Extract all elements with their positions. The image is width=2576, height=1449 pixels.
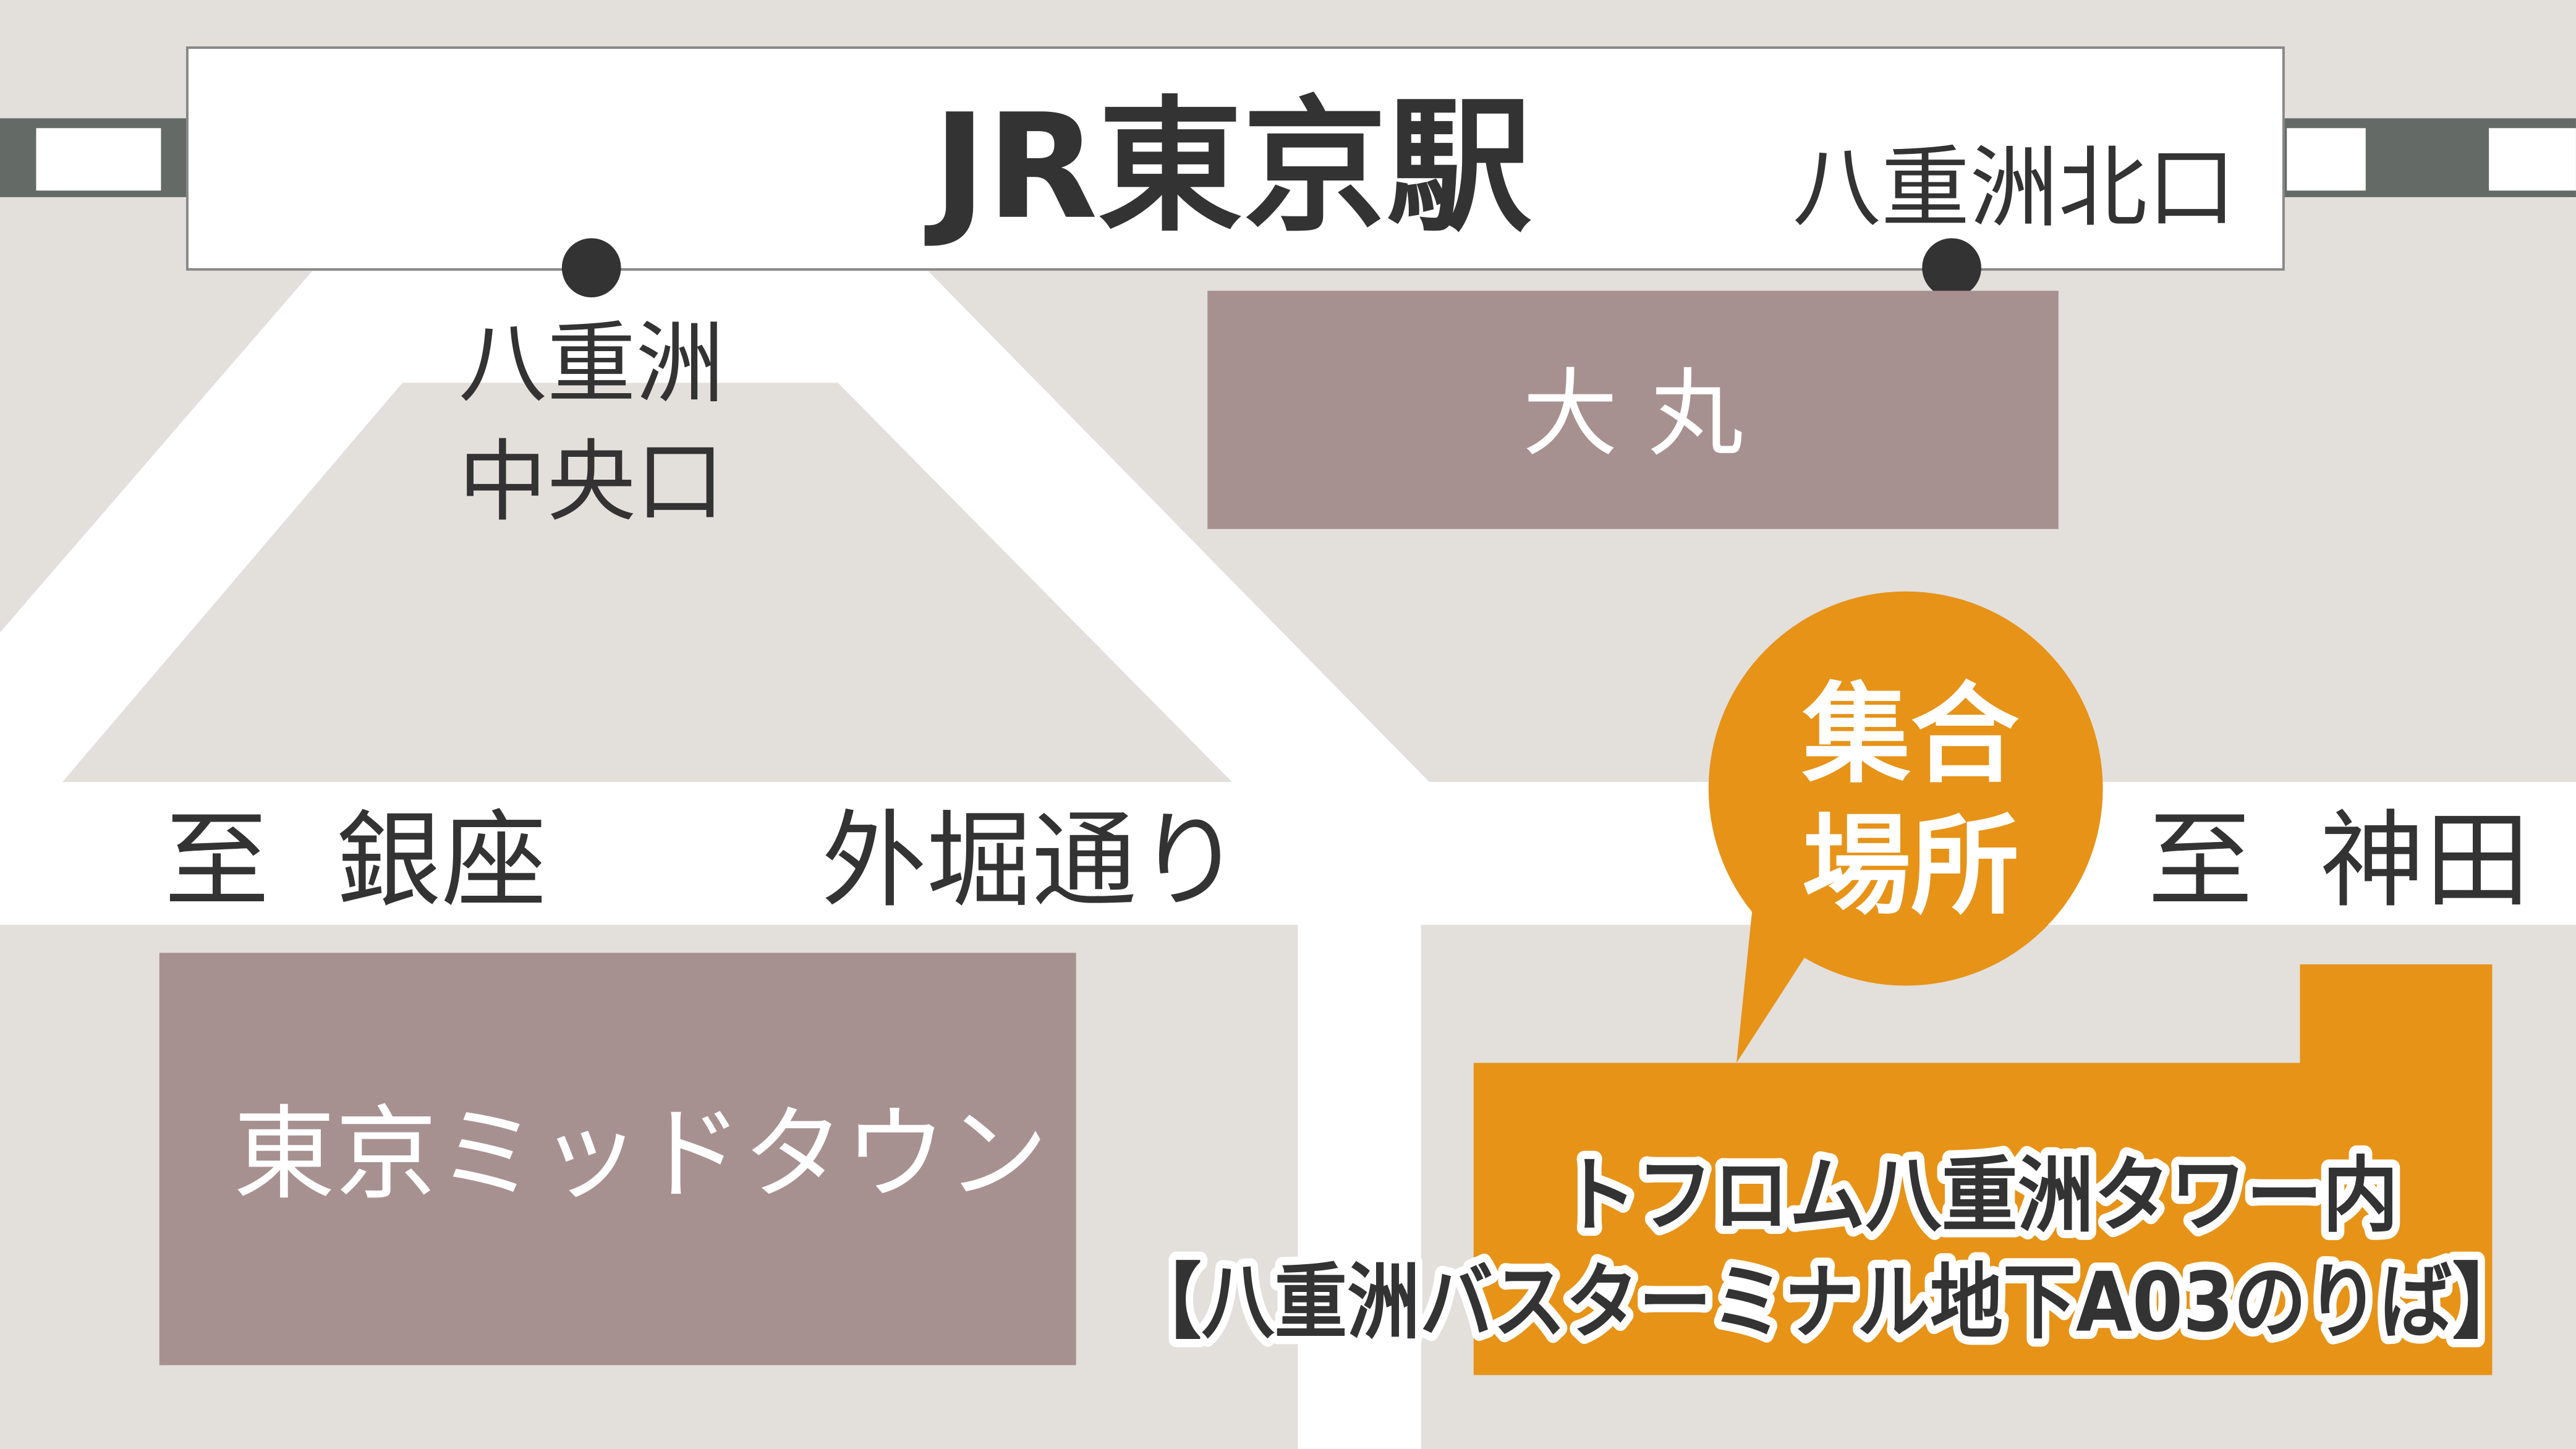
sotobori-label: 外堀通り [822,800,1242,922]
to-kanda-label: 至 神田 [2148,800,2530,922]
exit-central-label-1: 八重洲 [458,312,725,415]
station-building [185,46,2285,271]
midtown-building [159,953,1076,1366]
meeting-place-building [1473,964,2493,1375]
bubble-text-2: 場所 [1802,804,2019,930]
meeting-place-detail: 【八重洲バスターミナル地下A03のりば】 [1129,1256,2525,1351]
exit-central-label-2: 中央口 [458,430,725,533]
daimaru-building [1207,291,2059,529]
station-plaza-block [62,383,1233,782]
exit-north-label: 八重洲北口 [1792,136,2236,239]
exit-central-marker [561,238,621,298]
bubble-text-1: 集合 [1801,672,2019,798]
midtown-label: 東京ミッドタウン [233,1095,1048,1213]
meeting-place-name: トフロム八重洲タワー内 [1561,1149,2399,1244]
exit-north-marker [1922,238,1981,298]
to-ginza-label: 至 銀座 [164,800,546,922]
station-name: JR東京駅 [924,83,1532,252]
daimaru-label: 大 丸 [1523,359,1743,470]
meeting-point-bubble: 集合 場所 [1708,591,2103,1063]
